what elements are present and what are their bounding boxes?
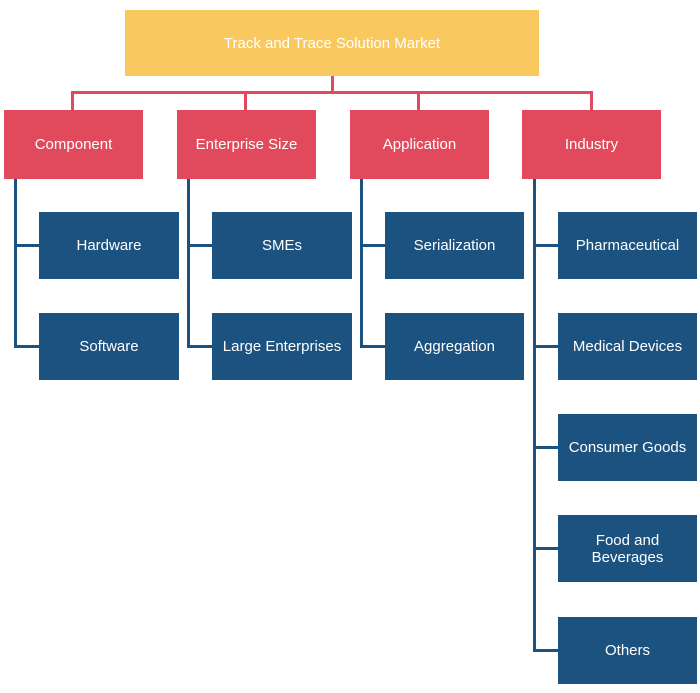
leaf-others: Others bbox=[558, 617, 697, 684]
leaf-food-and-beverages: Food and Beverages bbox=[558, 515, 697, 582]
category-connector-drop-2 bbox=[244, 91, 247, 110]
application-branch-tick-2 bbox=[360, 345, 385, 348]
leaf-hardware: Hardware bbox=[39, 212, 179, 279]
category-application: Application bbox=[350, 110, 489, 179]
category-connector-drop-3 bbox=[417, 91, 420, 110]
root-node: Track and Trace Solution Market bbox=[125, 10, 539, 76]
leaf-medical-devices: Medical Devices bbox=[558, 313, 697, 380]
industry-branch-tick-1 bbox=[533, 244, 558, 247]
component-branch-tick-2 bbox=[14, 345, 39, 348]
industry-branch-vertical bbox=[533, 179, 536, 652]
leaf-aggregation: Aggregation bbox=[385, 313, 524, 380]
leaf-pharmaceutical: Pharmaceutical bbox=[558, 212, 697, 279]
enterprise-branch-tick-1 bbox=[187, 244, 212, 247]
leaf-smes: SMEs bbox=[212, 212, 352, 279]
category-enterprise-size: Enterprise Size bbox=[177, 110, 316, 179]
category-connector-horizontal bbox=[71, 91, 593, 94]
leaf-large-enterprises: Large Enterprises bbox=[212, 313, 352, 380]
industry-branch-tick-4 bbox=[533, 547, 558, 550]
enterprise-branch-vertical bbox=[187, 179, 190, 348]
category-connector-drop-1 bbox=[71, 91, 74, 110]
component-branch-vertical bbox=[14, 179, 17, 348]
industry-branch-tick-2 bbox=[533, 345, 558, 348]
industry-branch-tick-3 bbox=[533, 446, 558, 449]
application-branch-vertical bbox=[360, 179, 363, 348]
industry-branch-tick-5 bbox=[533, 649, 558, 652]
component-branch-tick-1 bbox=[14, 244, 39, 247]
enterprise-branch-tick-2 bbox=[187, 345, 212, 348]
root-connector-vertical bbox=[331, 76, 334, 92]
category-component: Component bbox=[4, 110, 143, 179]
leaf-serialization: Serialization bbox=[385, 212, 524, 279]
application-branch-tick-1 bbox=[360, 244, 385, 247]
leaf-software: Software bbox=[39, 313, 179, 380]
leaf-consumer-goods: Consumer Goods bbox=[558, 414, 697, 481]
category-connector-drop-4 bbox=[590, 91, 593, 110]
category-industry: Industry bbox=[522, 110, 661, 179]
